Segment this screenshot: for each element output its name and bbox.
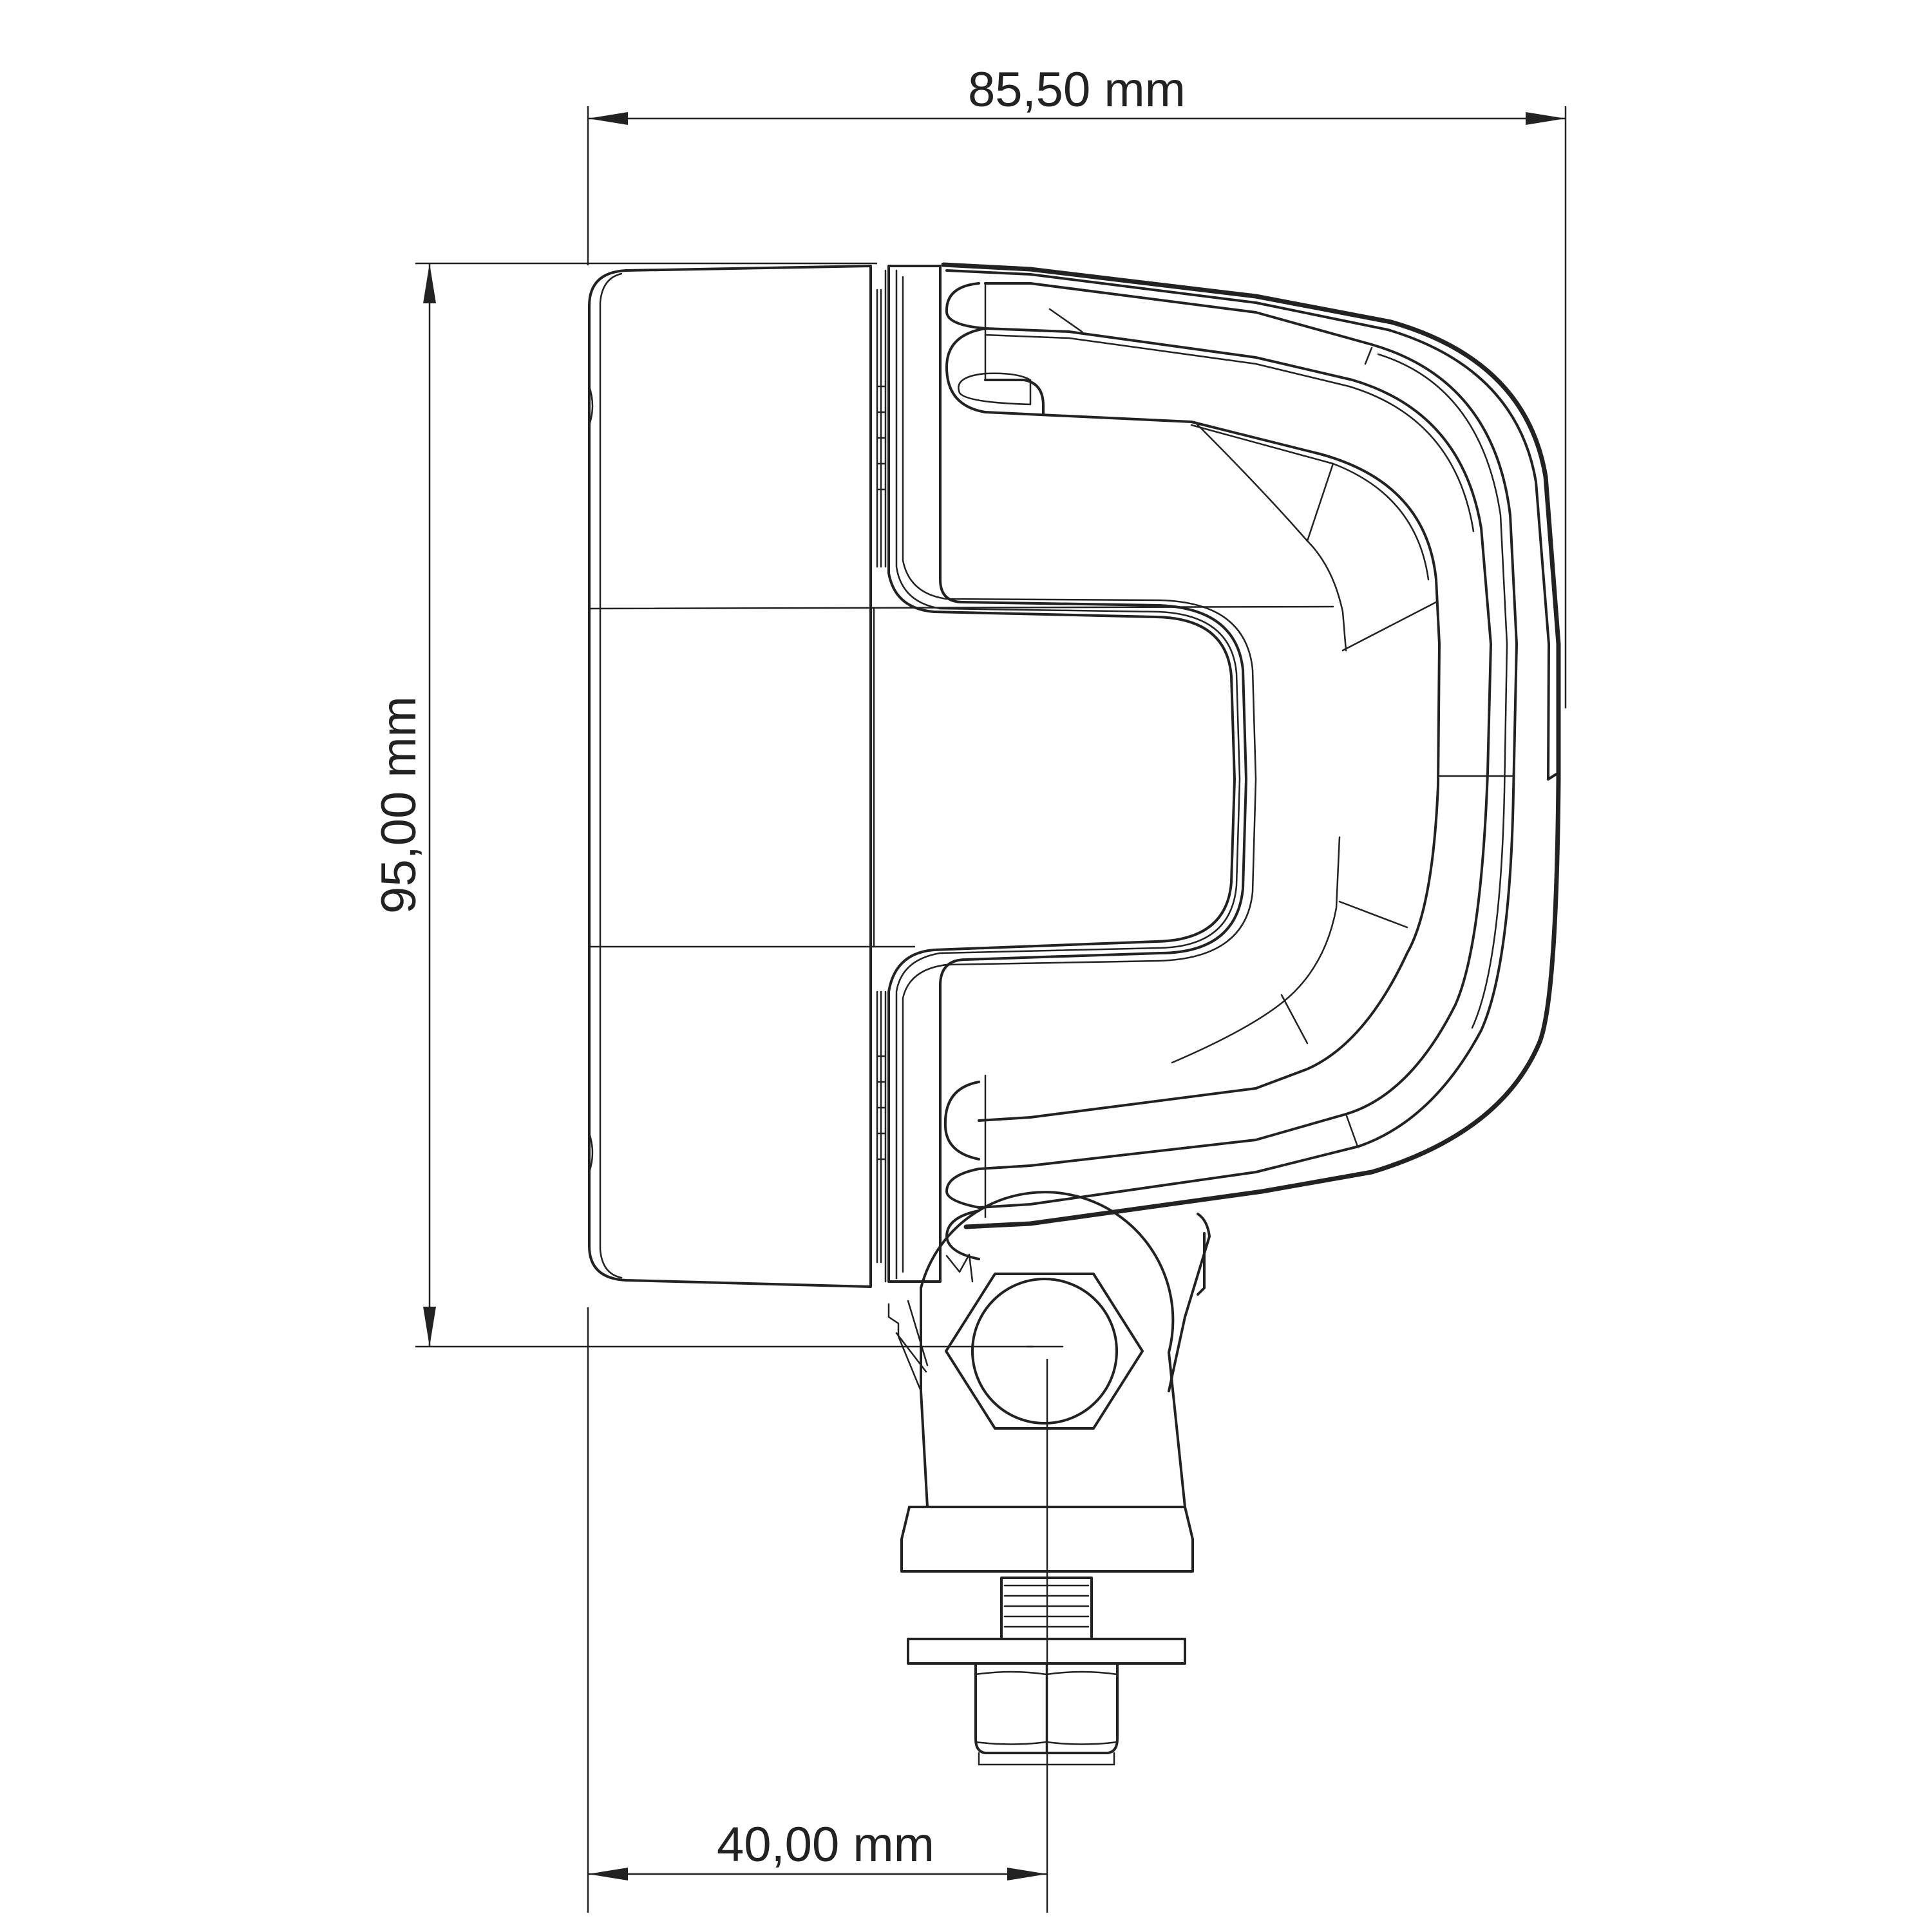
handle-cutout [978,411,1441,1122]
offset-arrow-right [1007,1868,1047,1880]
handle-facet-line-5 [1280,994,1309,1045]
top-slot-outer [945,282,987,330]
gasket-strip-top [876,269,887,568]
hex-nut-faces [974,1662,1119,1754]
gasket-ticks-bottom [876,1055,887,1160]
mounting-bolt [907,1577,1186,1766]
top-slot-middle [945,327,987,413]
bolt-thread-lines [1003,1584,1090,1628]
width-arrow-right [1526,112,1566,125]
handle-cutout-inner [1190,424,1430,581]
bottom-slot-middle [945,1168,980,1209]
lens-side-notch-top [588,385,594,426]
lens-housing-outline [588,265,872,1288]
handle-facet-line-1 [1306,462,1334,542]
bracket-tongue-inner-2 [902,276,1257,1273]
bracket-base-block [900,1506,1194,1573]
handle-band-inner [978,327,1492,1170]
height-dimension: 95,00 mm [372,262,1034,1348]
pivot-bolt-head [971,1278,1118,1425]
bracket-tongue-inner-1 [895,269,1241,1280]
bracket-clevis [1168,1213,1211,1392]
handle-facet-line-2 [1341,601,1437,652]
bracket-left-flange [887,1303,922,1392]
offset-arrow-left [588,1868,628,1880]
bottom-slot-notch [945,1253,974,1283]
back-housing-outer-shell-inner [945,269,1550,781]
top-slot-tab [984,379,1045,415]
width-arrow-left [588,112,628,125]
offset-dimension-label: 40,00 mm [717,1817,934,1872]
bracket-left-flange-2 [895,1300,929,1373]
lens-seam-upper [588,605,1334,610]
width-dimension: 85,50 mm [587,62,1567,708]
back-housing [887,262,1561,1283]
handle-band-inner-2 [984,334,1475,533]
back-housing-outer-shell [941,262,1561,1229]
lens-inner-edge [599,272,623,1279]
handle-band-outer-inner [1377,353,1508,1029]
height-arrow-top [423,263,436,303]
handle-facet-line-6 [1364,346,1373,365]
gasket-strip-bottom [876,990,887,1283]
lens-housing [588,265,1334,1288]
pivot-nut-hexagon [945,1273,1144,1430]
bracket-pivot-ring [920,1191,1186,1508]
handle-facet-bottom [1171,836,1341,1064]
mount-offset-dimension: 40,00 mm [587,1307,1048,1913]
lens-side-notch-bottom [588,1132,594,1173]
gasket-ticks-top [876,385,887,491]
handle-facet-top [1193,421,1347,652]
width-dimension-label: 85,50 mm [968,62,1186,117]
handle-facet-line-8 [1048,308,1083,333]
top-slot-inner [958,372,1032,406]
handle-facet-line-7 [1345,1113,1359,1148]
height-arrow-bottom [423,1307,436,1347]
gasket-strips [876,269,887,1283]
height-dimension-label: 95,00 mm [372,696,426,914]
handle-band-outer [978,282,1518,1209]
bracket-tongue-outline [887,265,1247,1283]
handle-facet-line-4 [1338,900,1408,929]
bottom-slot-outer [943,1081,980,1160]
back-housing-step [1547,772,1560,781]
bottom-slot-lower [945,1209,980,1260]
bolt-end [978,1752,1115,1766]
mounting-bracket [887,1191,1211,1573]
